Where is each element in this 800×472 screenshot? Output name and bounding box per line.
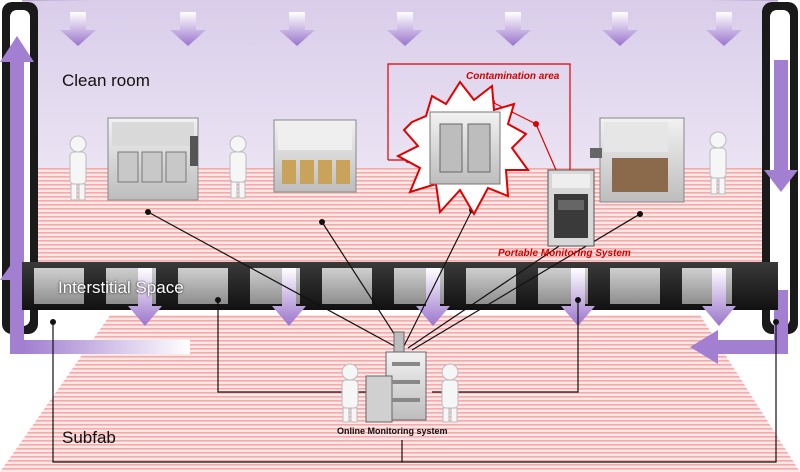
portable-monitoring-icon (547, 169, 595, 247)
person-in-cleansuit-icon (69, 135, 87, 201)
contaminated-tool (395, 80, 530, 217)
down-arrow-icon (702, 268, 736, 326)
down-arrow-icon (387, 12, 423, 46)
down-arrow-icon (416, 268, 450, 326)
subfab-label: Subfab (62, 428, 116, 447)
airflow-arrows-top (60, 12, 742, 46)
monitoring-lines (52, 209, 777, 463)
down-arrow-icon (272, 268, 306, 326)
interstitial-label: Interstitial Space (58, 278, 184, 297)
clean-room-label: Clean room (62, 71, 150, 90)
down-arrow-icon (279, 12, 315, 46)
process-tool-icon (107, 117, 199, 201)
down-arrow-icon (602, 12, 638, 46)
return-air-arrow-right (690, 60, 798, 364)
down-arrow-icon (60, 12, 96, 46)
person-in-cleansuit-icon (229, 135, 247, 199)
person-in-cleansuit-icon (709, 131, 727, 195)
portable-monitoring-label: Portable Monitoring System (498, 248, 631, 259)
down-arrow-icon (495, 12, 531, 46)
down-arrow-icon (170, 12, 206, 46)
person-in-cleansuit-icon (441, 363, 459, 423)
process-tool-icon (590, 117, 685, 203)
contamination-area-label: Contamination area (466, 71, 560, 82)
down-arrow-icon (706, 12, 742, 46)
down-arrow-icon (128, 268, 162, 326)
up-arrow-icon (0, 36, 190, 354)
monitoring-station-icon (365, 331, 427, 423)
process-tool-icon (273, 119, 357, 193)
online-monitoring-label: Online Monitoring system (337, 426, 448, 436)
person-in-cleansuit-icon (341, 363, 359, 423)
